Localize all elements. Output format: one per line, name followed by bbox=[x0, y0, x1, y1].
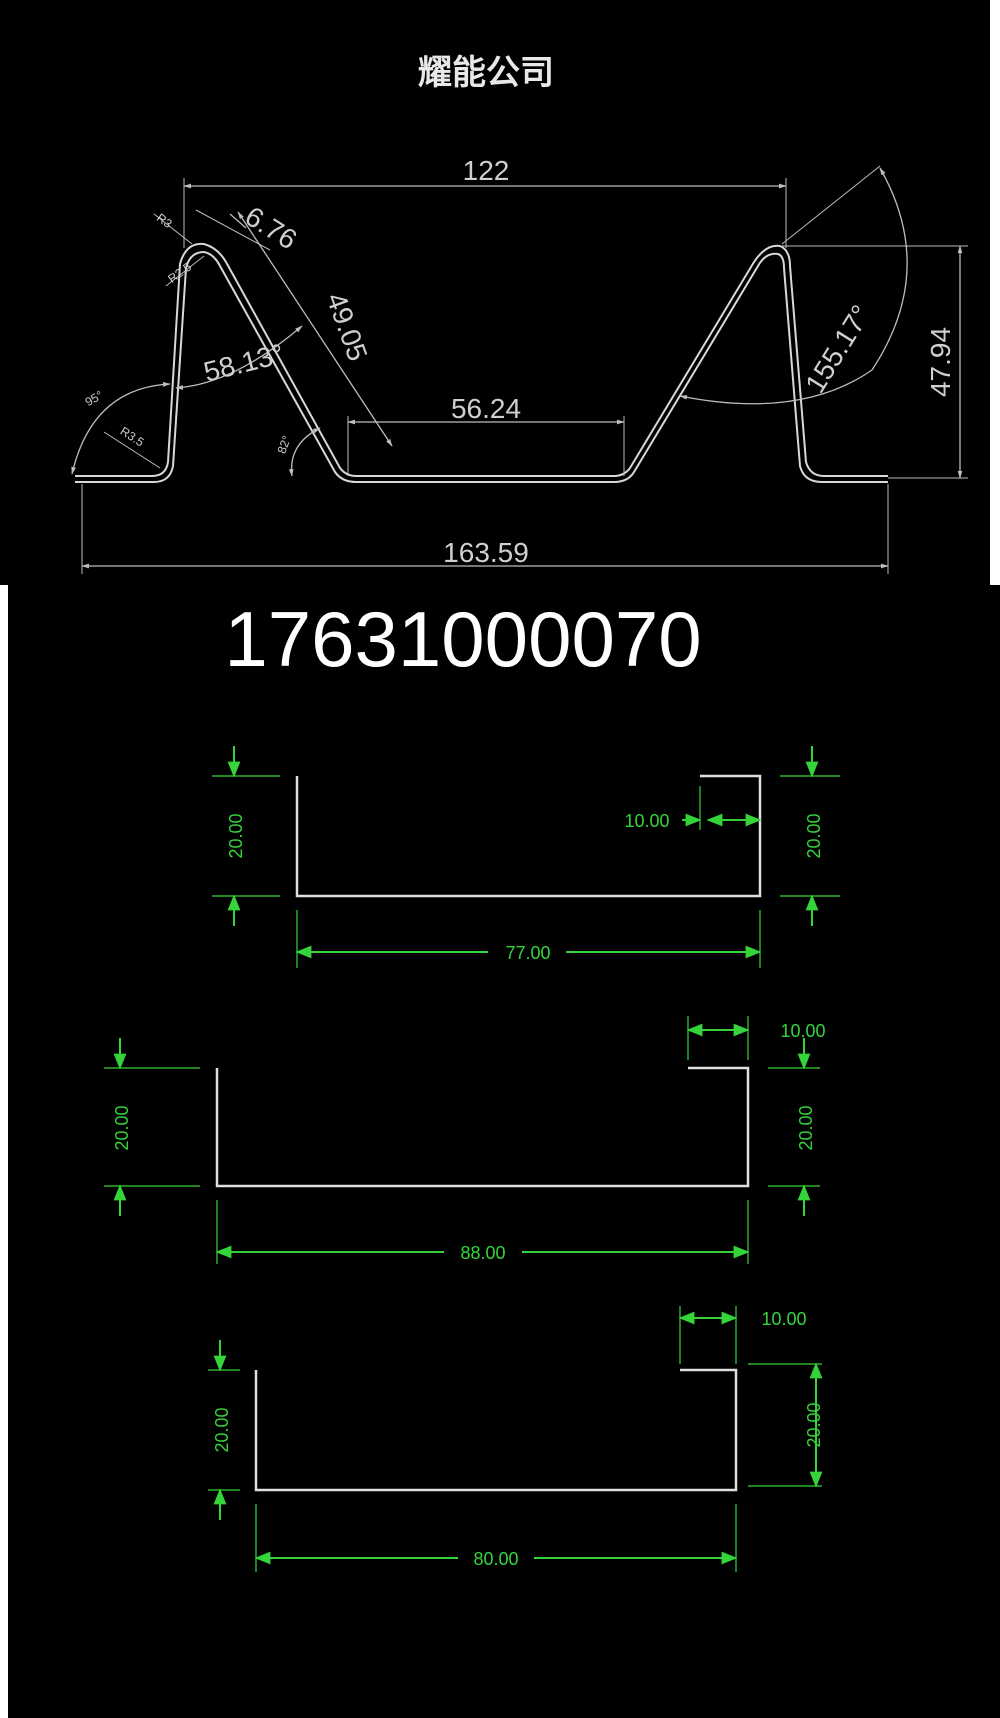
channel-drawing-2: 20.00 20.00 10.00 88.00 bbox=[104, 1016, 826, 1264]
dim-height: 47.94 bbox=[925, 327, 956, 397]
channel-3-right-height: 20.00 bbox=[804, 1402, 824, 1447]
channel-2-width: 88.00 bbox=[460, 1243, 505, 1263]
bottom-panel-background bbox=[8, 585, 1000, 1718]
dim-bottom-flat: 56.24 bbox=[451, 393, 521, 424]
dim-angle-bottom: 82° bbox=[275, 434, 294, 456]
channel-1-lip: 10.00 bbox=[624, 811, 669, 831]
channel-2-outline bbox=[215, 1066, 750, 1188]
dim-total-width: 163.59 bbox=[443, 537, 529, 568]
channel-drawing-3: 20.00 20.00 10.00 80.00 bbox=[208, 1306, 824, 1572]
channel-1-width: 77.00 bbox=[505, 943, 550, 963]
channel-3-outline bbox=[254, 1368, 738, 1492]
channel-3-width: 80.00 bbox=[473, 1549, 518, 1569]
channel-2-right-height: 20.00 bbox=[796, 1105, 816, 1150]
channel-2-lip: 10.00 bbox=[780, 1021, 825, 1041]
channel-3-left-height: 20.00 bbox=[212, 1407, 232, 1452]
channel-1-outline bbox=[295, 774, 762, 898]
phone-number: 17631000070 bbox=[224, 595, 701, 683]
channel-3-lip: 10.00 bbox=[761, 1309, 806, 1329]
channel-2-left-height: 20.00 bbox=[112, 1105, 132, 1150]
channel-1-left-height: 20.00 bbox=[226, 813, 246, 858]
company-title: 耀能公司 bbox=[418, 53, 554, 93]
dim-width-top: 122 bbox=[463, 155, 510, 186]
channel-1-right-height: 20.00 bbox=[804, 813, 824, 858]
channel-drawing-1: 20.00 20.00 10.00 77.00 bbox=[212, 746, 840, 968]
